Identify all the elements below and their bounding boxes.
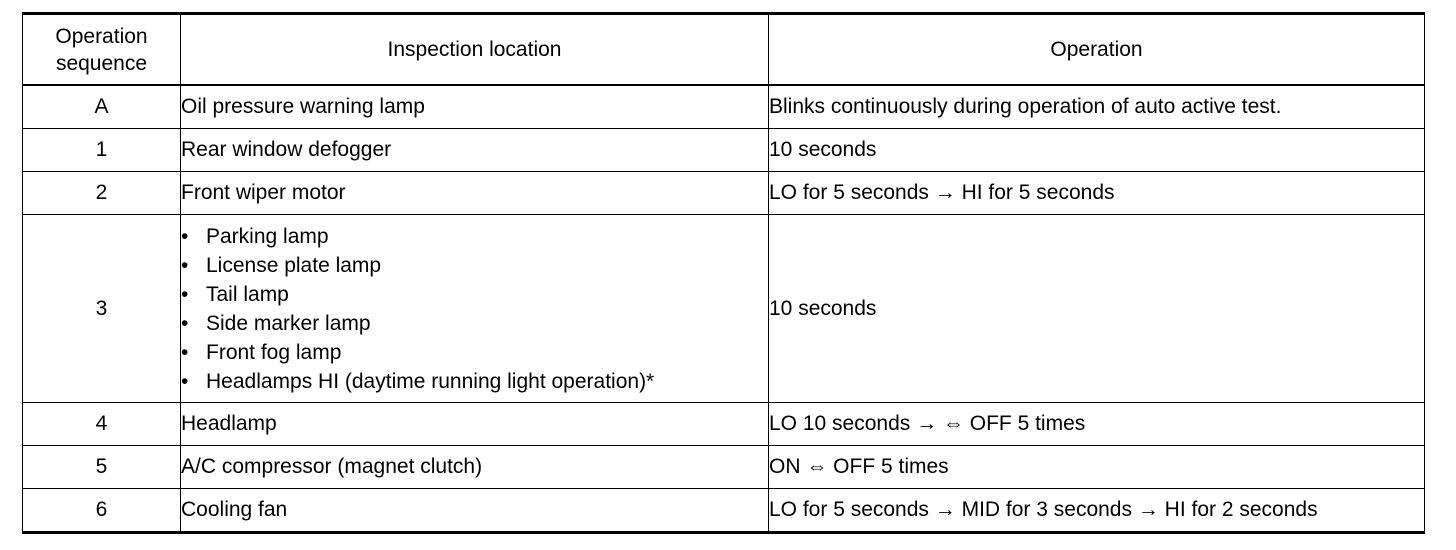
list-item: • Side marker lamp bbox=[181, 309, 768, 338]
list-item-label: Headlamps HI (daytime running light oper… bbox=[206, 369, 655, 393]
operation-cell: LO 10 seconds → ⇔ OFF 5 times bbox=[768, 402, 1425, 446]
location-bullet-list: • Parking lamp • License plate lamp • Tail … bbox=[181, 222, 768, 396]
table-row: 1 Rear window defogger 10 seconds bbox=[22, 128, 1425, 172]
location-cell: Oil pressure warning lamp bbox=[180, 84, 769, 129]
operation-cell: Blinks continuously during operation of … bbox=[768, 84, 1425, 129]
list-item-label: Tail lamp bbox=[206, 282, 289, 306]
bullet-icon: • bbox=[181, 253, 189, 277]
list-item-label: Parking lamp bbox=[206, 224, 329, 248]
sequence-cell: 5 bbox=[22, 445, 181, 489]
operation-cell: 10 seconds bbox=[768, 214, 1425, 403]
header-sequence-line1: Operation bbox=[55, 24, 148, 48]
bullet-icon: • bbox=[181, 224, 189, 248]
sequence-cell: 3 bbox=[22, 214, 181, 403]
header-inspection-location: Inspection location bbox=[180, 12, 769, 86]
header-operation-sequence: Operation sequence bbox=[22, 12, 181, 86]
bullet-icon: • bbox=[181, 282, 189, 306]
location-cell: Headlamp bbox=[180, 402, 769, 446]
table-row: 6 Cooling fan LO for 5 seconds → MID for… bbox=[22, 488, 1425, 534]
sequence-cell: 2 bbox=[22, 171, 181, 215]
list-item-label: License plate lamp bbox=[206, 253, 382, 277]
list-item: • Tail lamp bbox=[181, 280, 768, 309]
table-header-row: Operation sequence Inspection location O… bbox=[22, 12, 1425, 86]
bullet-icon: • bbox=[181, 340, 189, 364]
location-cell: A/C compressor (magnet clutch) bbox=[180, 445, 769, 489]
table-row: 4 Headlamp LO 10 seconds → ⇔ OFF 5 times bbox=[22, 402, 1425, 446]
sequence-cell: 4 bbox=[22, 402, 181, 446]
list-item: • Front fog lamp bbox=[181, 338, 768, 367]
location-cell: • Parking lamp • License plate lamp • Tail … bbox=[180, 214, 769, 403]
operation-cell: 10 seconds bbox=[768, 128, 1425, 172]
location-cell: Rear window defogger bbox=[180, 128, 769, 172]
table-row: 5 A/C compressor (magnet clutch) ON ⇔ OF… bbox=[22, 445, 1425, 489]
bullet-icon: • bbox=[181, 369, 189, 393]
operation-cell: LO for 5 seconds → HI for 5 seconds bbox=[768, 171, 1425, 215]
table-row: 2 Front wiper motor LO for 5 seconds → H… bbox=[22, 171, 1425, 215]
operation-sequence-table: Operation sequence Inspection location O… bbox=[22, 12, 1425, 534]
operation-cell: LO for 5 seconds → MID for 3 seconds → H… bbox=[768, 488, 1425, 534]
sequence-cell: A bbox=[22, 84, 181, 129]
list-item: • Parking lamp bbox=[181, 222, 768, 251]
header-sequence-line2: sequence bbox=[55, 51, 148, 75]
location-cell: Cooling fan bbox=[180, 488, 769, 534]
table-row: A Oil pressure warning lamp Blinks conti… bbox=[22, 84, 1425, 129]
list-item-label: Side marker lamp bbox=[206, 311, 371, 335]
location-cell: Front wiper motor bbox=[180, 171, 769, 215]
list-item: • Headlamps HI (daytime running light ope… bbox=[181, 367, 768, 396]
operation-cell: ON ⇔ OFF 5 times bbox=[768, 445, 1425, 489]
sequence-cell: 1 bbox=[22, 128, 181, 172]
sequence-cell: 6 bbox=[22, 488, 181, 534]
list-item: • License plate lamp bbox=[181, 251, 768, 280]
table-row: 3 • Parking lamp • License plate lamp • Tai… bbox=[22, 214, 1425, 403]
list-item-label: Front fog lamp bbox=[206, 340, 342, 364]
bullet-icon: • bbox=[181, 311, 189, 335]
header-operation: Operation bbox=[768, 12, 1425, 86]
